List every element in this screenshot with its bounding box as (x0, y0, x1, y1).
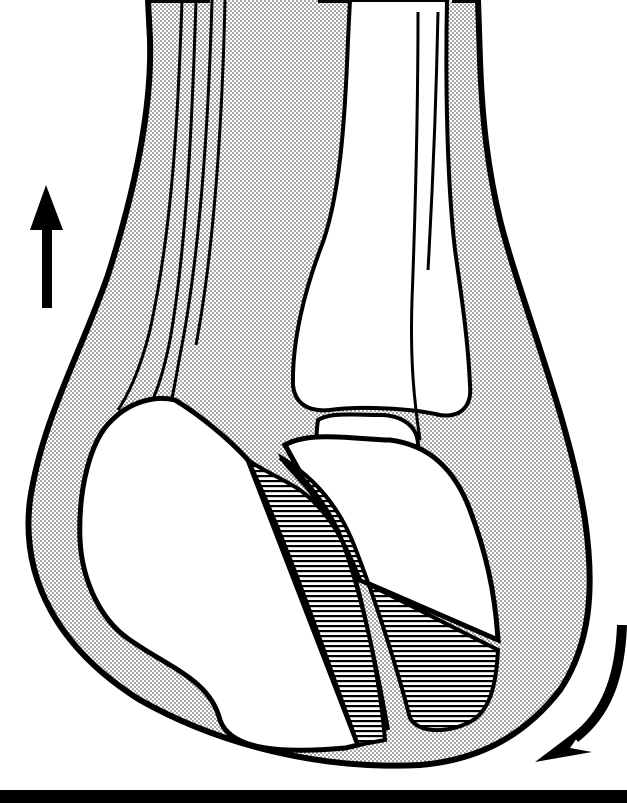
ground-line (0, 790, 627, 803)
arrow-up-icon (30, 185, 63, 308)
